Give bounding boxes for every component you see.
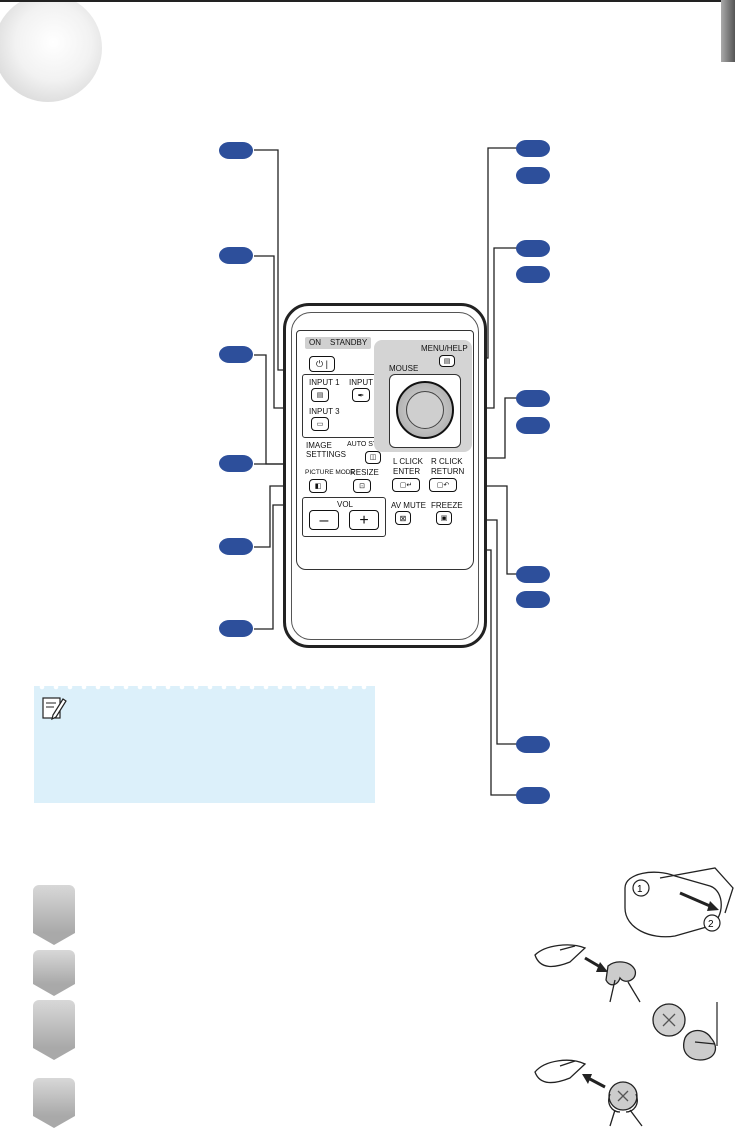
return-label: RETURN: [431, 467, 465, 476]
step-marker: [33, 950, 75, 984]
power-button[interactable]: ⏻ |: [309, 356, 335, 372]
step-marker: [33, 1078, 75, 1116]
header-circle-tab: [0, 0, 102, 102]
callout-badge: [219, 247, 253, 264]
callout-badge: [219, 346, 253, 363]
header-rule: [0, 0, 735, 2]
input3-button[interactable]: ▭: [311, 417, 329, 431]
picture-mode-icon: ◧: [314, 482, 322, 490]
note-pencil-icon: [42, 697, 67, 721]
picture-mode-label: PICTURE MODE: [305, 469, 355, 476]
standby-label: STANDBY: [330, 338, 368, 347]
l-click-enter-button[interactable]: ▢↵: [392, 478, 420, 492]
on-label: ON: [309, 338, 321, 347]
step-marker: [33, 1000, 75, 1048]
input1-button[interactable]: ▤: [311, 388, 329, 402]
resize-button[interactable]: ⊡: [353, 479, 371, 493]
av-mute-button[interactable]: ⊠: [395, 511, 411, 525]
picture-mode-button[interactable]: ◧: [309, 479, 327, 493]
callout-badge: [219, 455, 253, 472]
header-edge-bar: [721, 0, 735, 62]
callout-badge: [516, 417, 550, 434]
av-mute-label: AV MUTE: [391, 501, 426, 510]
callout-badge: [516, 787, 550, 804]
menu-help-label: MENU/HELP: [421, 344, 468, 353]
callout-badge: [516, 240, 550, 257]
svg-text:1: 1: [637, 884, 643, 895]
freeze-label: FREEZE: [431, 501, 463, 510]
mouse-label: MOUSE: [389, 364, 419, 373]
input-icon: ▤: [316, 391, 324, 399]
input2-label: INPUT 2: [349, 378, 380, 387]
callout-badge: [516, 591, 550, 608]
freeze-button[interactable]: ▣: [436, 511, 452, 525]
callout-badge: [516, 566, 550, 583]
input2-button[interactable]: ✒: [352, 388, 370, 402]
note-box: [34, 686, 375, 803]
volume-down-button[interactable]: –: [309, 510, 339, 530]
note-dotted-border: [39, 684, 367, 690]
image-settings-icon: ◫: [369, 454, 377, 461]
remote-inner-outline: [291, 312, 479, 640]
menu-icon: ▤: [443, 357, 451, 365]
callout-badge: [219, 142, 253, 159]
power-icon: ⏻ |: [316, 358, 328, 369]
battery-cover-illustration: 1 2: [624, 867, 734, 938]
on-standby-label-bg: [305, 337, 371, 349]
volume-up-button[interactable]: +: [349, 510, 379, 530]
mouse-pad[interactable]: [396, 381, 454, 439]
battery-coin-cell-illustration: [652, 1002, 718, 1061]
r-click-return-button[interactable]: ▢↶: [429, 478, 457, 492]
resize-label: RESIZE: [350, 468, 379, 477]
callout-badge: [516, 167, 550, 184]
callout-badge: [516, 140, 550, 157]
mute-icon: ⊠: [399, 513, 407, 523]
battery-holder-in-illustration: [534, 1059, 643, 1127]
enter-label: ENTER: [393, 467, 421, 476]
resize-icon: ⊡: [359, 482, 365, 490]
image-settings-label-2: SETTINGS: [306, 450, 347, 459]
l-click-label: L CLICK: [393, 457, 423, 466]
volume-frame: [302, 497, 386, 537]
mouse-pad-center: [406, 391, 444, 429]
input3-label: INPUT 3: [309, 407, 340, 416]
step-marker: [33, 885, 75, 933]
image-settings-label-1: IMAGE: [306, 441, 332, 450]
step-marker-tail: [33, 1048, 75, 1060]
input1-label: INPUT 1: [309, 378, 340, 387]
svg-text:2: 2: [708, 919, 714, 930]
battery-holder-out-illustration: [534, 944, 641, 1003]
step-marker-tail: [33, 984, 75, 996]
input-icon: ▭: [316, 420, 324, 428]
r-click-label: R CLICK: [431, 457, 463, 466]
image-settings-button[interactable]: ◫: [365, 451, 381, 464]
callout-badge: [219, 538, 253, 555]
freeze-icon: ▣: [440, 514, 448, 522]
vol-label: VOL: [337, 500, 354, 509]
step-marker-tail: [33, 933, 75, 945]
callout-badge: [516, 390, 550, 407]
auto-sync-label: AUTO SYNC: [347, 441, 388, 448]
step-marker-tail: [33, 1116, 75, 1128]
return-icon: ▢↶: [436, 481, 450, 489]
callout-badge: [516, 266, 550, 283]
callout-badge: [219, 620, 253, 637]
callout-badge: [516, 736, 550, 753]
pen-icon: ✒: [357, 390, 365, 400]
enter-icon: ▢↵: [399, 481, 413, 489]
menu-help-button[interactable]: ▤: [439, 355, 455, 367]
